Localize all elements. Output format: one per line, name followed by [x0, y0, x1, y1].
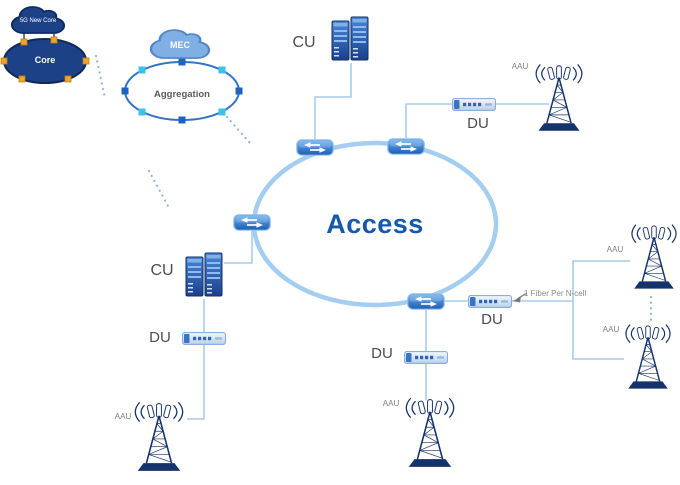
cu-server-left: [184, 251, 224, 299]
aau-tower-bottomleft: [130, 401, 188, 474]
ring-node-icon: [218, 66, 226, 74]
server-stack-icon: [185, 252, 223, 297]
aau-tower-topright: [531, 63, 587, 134]
core-ring-nodes: [0, 36, 90, 83]
connector-cu-top-to-router1: [314, 63, 352, 139]
aau-tower-icon: [631, 223, 677, 290]
core-ring-label: Core: [34, 55, 56, 65]
du-device-topright: [452, 98, 496, 111]
ring-node-icon: [218, 108, 226, 116]
connector-router3-to-cu-left: [224, 231, 253, 264]
fiber-per-ncell-note: 1 Fiber Per N-cell: [524, 289, 587, 298]
ellipsis-core-to-aggregation: [94, 54, 107, 100]
aau-label-right-upper: AAU: [606, 245, 624, 254]
access-router-topleft: [295, 138, 335, 157]
cu-label-left: CU: [150, 262, 174, 279]
du-label-bottom: DU: [371, 345, 393, 362]
access-ring-label: Access: [326, 209, 424, 239]
aau-tower-icon: [625, 323, 671, 390]
ring-node-icon: [0, 57, 8, 65]
router-icon: [406, 292, 446, 311]
du-device-icon: [452, 98, 496, 111]
cu-server-top: [330, 15, 370, 63]
aau-label-bottomcenter: AAU: [382, 399, 400, 408]
ellipsis-aggregation-to-access-2: [147, 169, 170, 208]
ring-node-icon: [138, 66, 146, 74]
router-icon: [232, 213, 272, 232]
du-device-icon: [468, 295, 512, 308]
du-device-right: [468, 295, 512, 308]
aau-label-topright: AAU: [511, 62, 529, 71]
aau-tower-icon: [134, 401, 184, 472]
access-router-bottomright: [406, 292, 446, 311]
aau-tower-right-lower: [621, 323, 675, 392]
du-label-left: DU: [149, 329, 171, 346]
ring-node-icon: [64, 75, 72, 83]
ring-node-icon: [178, 116, 186, 124]
ring-node-icon: [50, 36, 58, 44]
fiber-note-arrow-icon: [513, 292, 528, 303]
access-router-topright: [386, 137, 426, 156]
ellipsis-aggregation-to-access-1: [225, 115, 252, 145]
aau-tower-icon: [405, 397, 455, 468]
aggregation-ring-label: Aggregation: [154, 89, 210, 100]
aau-label-bottomleft: AAU: [114, 412, 132, 421]
mec-cloud: MEC: [149, 28, 211, 60]
server-stack-icon: [331, 16, 369, 61]
ring-node-icon: [121, 87, 129, 95]
aau-tower-icon: [535, 63, 583, 132]
cu-label-top: CU: [292, 34, 316, 51]
ring-node-icon: [20, 38, 28, 46]
du-label-topright: DU: [467, 115, 489, 132]
router-icon: [386, 137, 426, 156]
du-label-right: DU: [481, 311, 503, 328]
ring-node-icon: [235, 87, 243, 95]
core-cloud-label: 5G New Core: [19, 18, 57, 24]
aau-label-right-lower: AAU: [602, 325, 620, 334]
du-device-icon: [182, 332, 226, 345]
connector-du-right-to-aau2: [572, 260, 630, 301]
connector-du-left-to-aau4: [187, 345, 205, 420]
ring-node-icon: [178, 58, 186, 66]
ring-node-icon: [138, 108, 146, 116]
mec-cloud-label: MEC: [170, 40, 190, 50]
du-device-bottom: [404, 351, 448, 364]
du-device-icon: [404, 351, 448, 364]
ellipsis-dots: [94, 54, 653, 322]
aau-tower-right-upper: [627, 223, 680, 292]
connector-router2-to-du-topright: [405, 103, 452, 138]
connectors: [187, 63, 630, 420]
ring-node-icon: [18, 75, 26, 83]
router-icon: [295, 138, 335, 157]
access-router-left: [232, 213, 272, 232]
connector-du-right-to-aau3: [572, 301, 624, 360]
core-cloud: 5G New Core: [10, 5, 66, 35]
du-device-left: [182, 332, 226, 345]
ring-node-icon: [82, 57, 90, 65]
aggregation-ring-nodes: [121, 58, 243, 124]
aau-tower-bottomcenter: [401, 397, 459, 470]
